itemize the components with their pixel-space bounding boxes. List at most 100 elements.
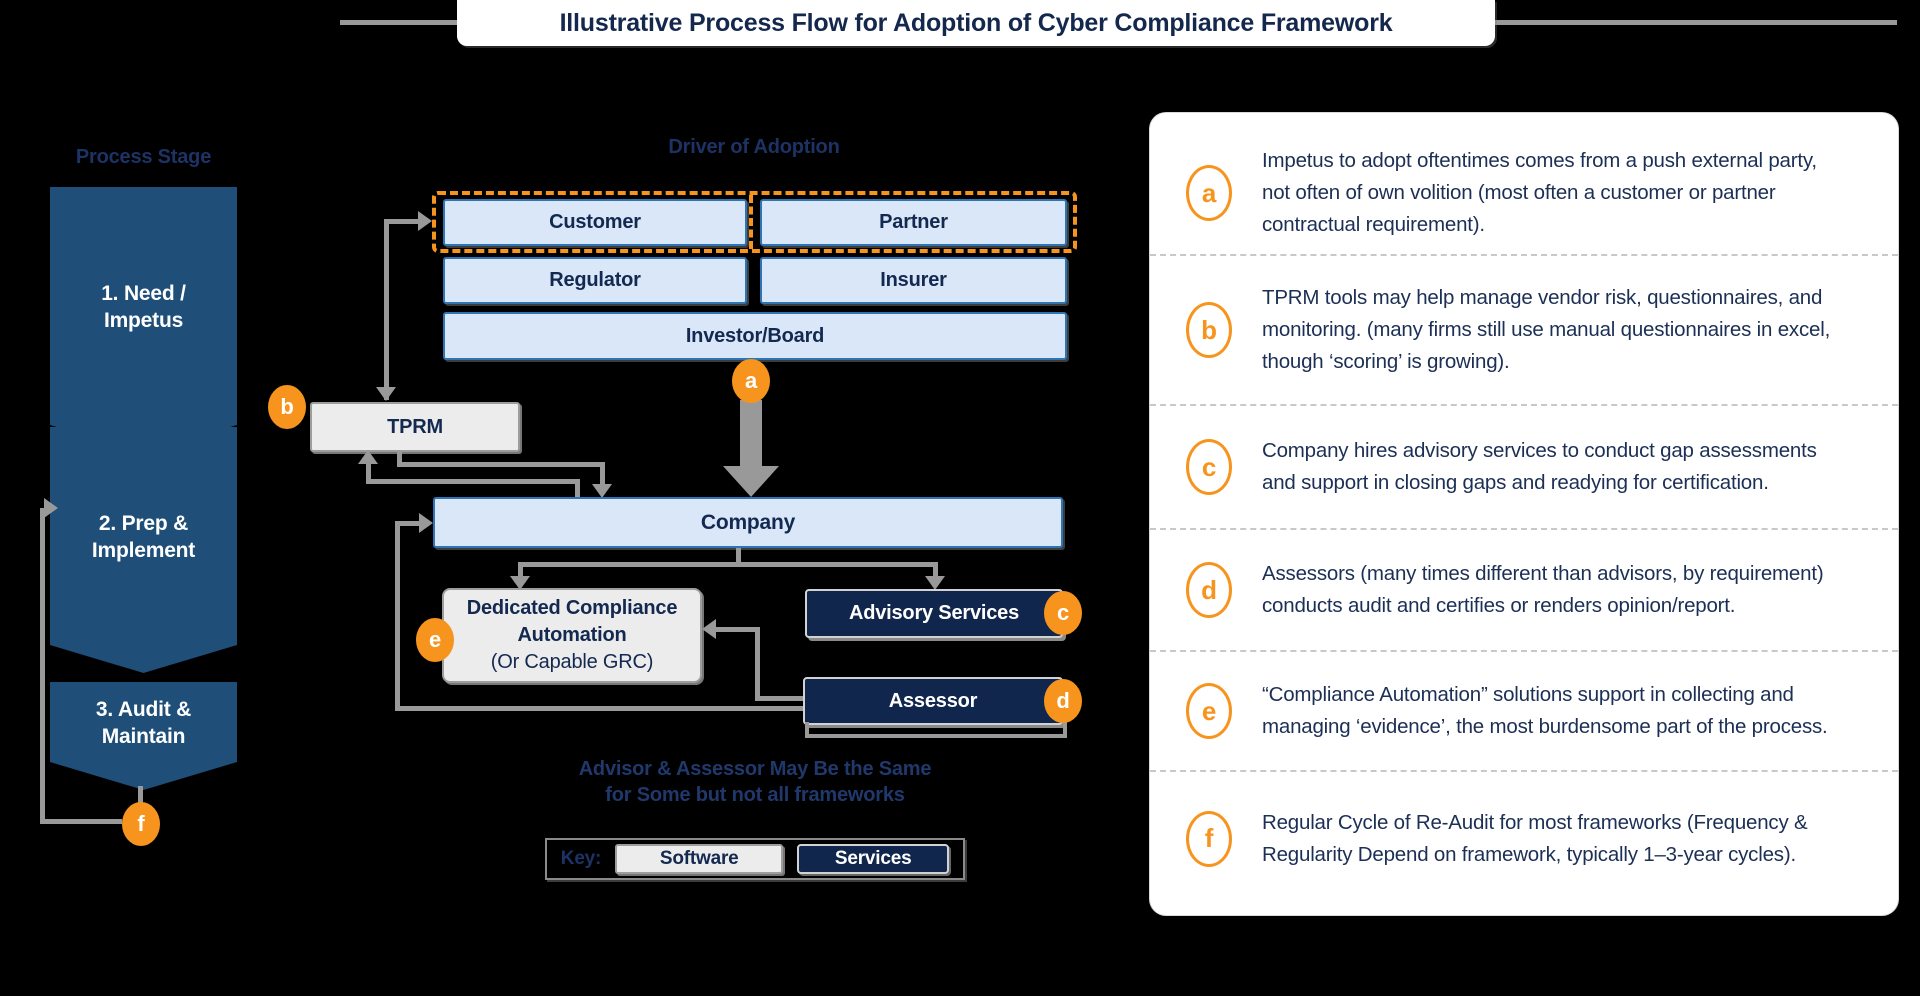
node-advisory-services-label: Advisory Services xyxy=(848,602,1020,624)
advisor-assessor-note-line2: for Some but not all frameworks xyxy=(605,783,905,806)
driver-of-adoption-heading: Driver of Adoption xyxy=(668,136,840,158)
key-services-label: Services xyxy=(834,848,912,869)
node-assessor-label: Assessor xyxy=(888,689,978,712)
annotation-text-c: Company hires advisory services to condu… xyxy=(1262,439,1817,494)
arrowhead-into-automation-right xyxy=(702,619,716,639)
node-company: Company xyxy=(433,497,1063,548)
arrow-drivers-to-company-shaft xyxy=(740,400,762,468)
node-customer-label: Customer xyxy=(549,211,641,233)
connector-tprm-company-3 xyxy=(600,462,605,486)
bracket-advisor-assessor xyxy=(805,734,1067,738)
connector-assessor-automation-2 xyxy=(755,627,760,701)
annotation-item-e: e “Compliance Automation” solutions supp… xyxy=(1150,652,1898,772)
connector-company-to-automation xyxy=(518,562,523,578)
node-regulator: Regulator xyxy=(443,257,747,304)
annotation-panel: a Impetus to adopt oftentimes comes from… xyxy=(1150,113,1898,915)
stage-need-impetus: 1. Need / Impetus xyxy=(50,187,237,453)
stage-label-line1: 3. Audit & xyxy=(95,697,192,721)
node-compliance-automation-line3: (Or Capable GRC) xyxy=(490,651,654,673)
connector-f-vertical xyxy=(40,508,45,824)
annotation-letter-f: f xyxy=(1186,810,1232,867)
connector-assessor-company-2 xyxy=(395,521,400,711)
connector-customer-tprm-vertical xyxy=(384,222,389,400)
annotation-item-a: a Impetus to adopt oftentimes comes from… xyxy=(1150,132,1898,256)
process-stage-heading: Process Stage xyxy=(75,146,212,168)
node-tprm-label: TPRM xyxy=(387,415,443,438)
arrowhead-into-tprm-bottom xyxy=(358,450,378,464)
connector-f-horizontal xyxy=(40,819,122,824)
arrowhead-into-company-left xyxy=(419,513,433,533)
title-rule-right xyxy=(1495,20,1897,25)
annotation-text-d: Assessors (many times different than adv… xyxy=(1262,562,1824,617)
node-partner: Partner xyxy=(760,199,1067,246)
annotation-text-a: Impetus to adopt oftentimes comes from a… xyxy=(1262,149,1817,236)
annotation-letter-b: b xyxy=(1186,302,1232,358)
node-tprm: TPRM xyxy=(310,402,520,452)
annotation-letter-c: c xyxy=(1186,439,1232,495)
key-software-swatch: Software xyxy=(615,844,784,874)
arrowhead-into-company-top xyxy=(592,484,612,498)
arrowhead-into-prep-implement xyxy=(44,498,58,518)
connector-assessor-company-3 xyxy=(395,521,419,526)
node-compliance-automation: Dedicated Compliance Automation (Or Capa… xyxy=(442,588,702,683)
advisor-assessor-note-line1: Advisor & Assessor May Be the Same xyxy=(578,758,932,780)
annotation-letter-e: e xyxy=(1186,683,1232,739)
connector-assessor-company-1 xyxy=(395,706,803,711)
arrowhead-into-customer xyxy=(418,211,432,231)
annotation-item-b: b TPRM tools may help manage vendor risk… xyxy=(1150,256,1898,406)
node-company-label: Company xyxy=(700,510,796,534)
marker-f: f xyxy=(122,802,160,846)
key-software-label: Software xyxy=(659,848,739,869)
title-bar: Illustrative Process Flow for Adoption o… xyxy=(457,0,1495,46)
annotation-item-d: d Assessors (many times different than a… xyxy=(1150,530,1898,652)
annotation-item-f: f Regular Cycle of Re-Audit for most fra… xyxy=(1150,772,1898,905)
connector-audit-to-f xyxy=(138,786,143,804)
stage-label-line2: Maintain xyxy=(101,725,186,748)
arrow-drivers-to-company-head xyxy=(723,466,779,497)
marker-c: c xyxy=(1044,591,1082,635)
annotation-letter-d: d xyxy=(1186,562,1232,618)
page-title: Illustrative Process Flow for Adoption o… xyxy=(559,8,1393,37)
node-investor-board: Investor/Board xyxy=(443,312,1067,360)
stage-label-line2: Impetus xyxy=(103,309,184,332)
node-partner-label: Partner xyxy=(879,211,948,233)
connector-company-tprm-2 xyxy=(366,479,580,484)
contractual-drivers-divider xyxy=(749,195,753,249)
bracket-tick-right xyxy=(1063,722,1067,738)
connector-company-to-advisory xyxy=(933,562,938,578)
connector-tprm-company-1 xyxy=(397,452,402,465)
connector-assessor-automation-3 xyxy=(716,627,760,632)
legend-key: Key: Software Services xyxy=(545,838,965,880)
arrowhead-into-advisory-top xyxy=(925,576,945,590)
connector-assessor-automation-1 xyxy=(755,696,803,701)
marker-b: b xyxy=(268,385,306,429)
node-regulator-label: Regulator xyxy=(549,269,641,291)
connector-company-split-horizontal xyxy=(518,562,938,567)
connector-company-tprm-3 xyxy=(366,464,371,481)
key-label: Key: xyxy=(560,848,602,869)
node-investor-board-label: Investor/Board xyxy=(685,324,825,347)
node-assessor: Assessor xyxy=(803,677,1063,725)
node-customer: Customer xyxy=(443,199,747,246)
node-insurer: Insurer xyxy=(760,257,1067,304)
connector-company-split-stem xyxy=(736,548,741,565)
marker-d: d xyxy=(1044,679,1082,723)
marker-e: e xyxy=(416,618,454,662)
stage-label-line1: 2. Prep & xyxy=(98,511,189,535)
title-rule-left xyxy=(340,20,457,25)
key-services-swatch: Services xyxy=(797,844,950,874)
connector-tprm-company-2 xyxy=(397,462,605,467)
advisor-assessor-note: Advisor & Assessor May Be the Same for S… xyxy=(505,757,1005,808)
annotation-letter-a: a xyxy=(1186,165,1232,221)
contractual-drivers-highlight xyxy=(432,191,1077,253)
stage-label-line1: 1. Need / xyxy=(101,281,186,305)
connector-company-tprm-1 xyxy=(575,481,580,497)
node-advisory-services: Advisory Services xyxy=(805,589,1063,638)
stage-prep-implement: 2. Prep & Implement xyxy=(50,427,237,673)
connector-customer-tprm-horizontal xyxy=(384,219,420,224)
arrowhead-into-tprm-top xyxy=(376,387,396,401)
node-compliance-automation-line2: Automation xyxy=(517,624,627,646)
marker-a: a xyxy=(732,359,770,403)
stage-audit-maintain: 3. Audit & Maintain xyxy=(50,682,237,790)
bracket-tick-left xyxy=(805,722,809,738)
